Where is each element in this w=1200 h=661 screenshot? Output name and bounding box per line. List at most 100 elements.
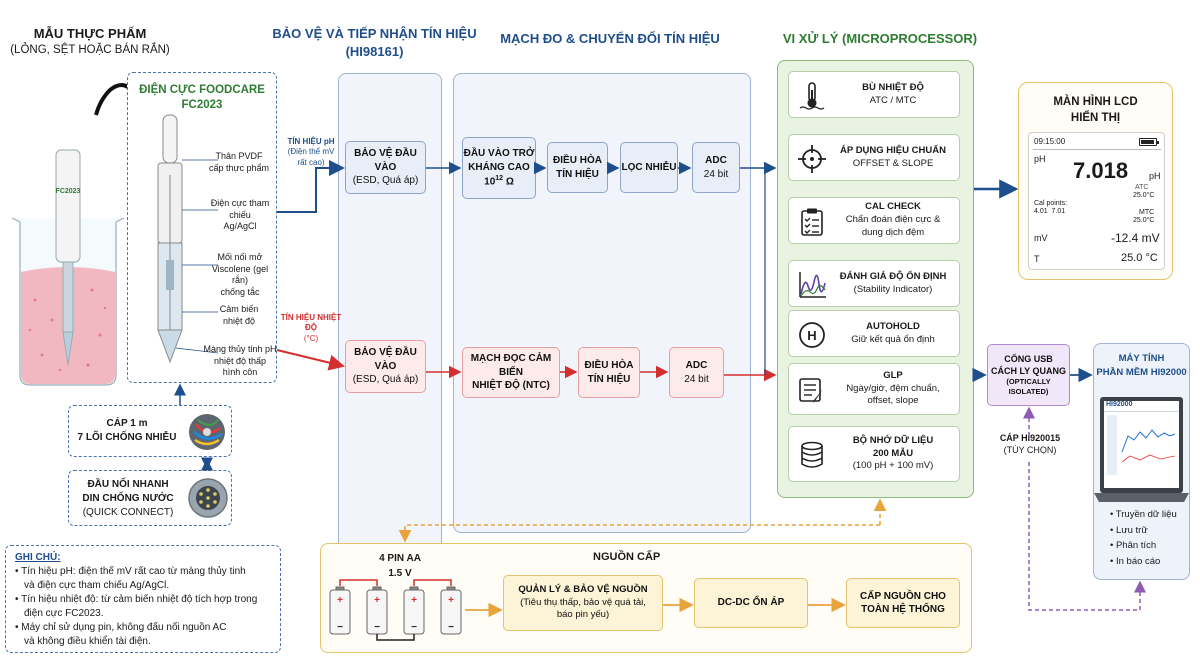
protection-heading: BẢO VỆ VÀ TIẾP NHẬN TÍN HIỆU (HI98161) xyxy=(272,26,477,59)
ntc-sensor-block: MẠCH ĐỌC CẢM BIẾN NHIỆT ĐỘ (NTC) xyxy=(462,347,560,398)
temp-signal-label: TÍN HIỆU NHIỆT ĐỘ (°C) xyxy=(276,313,346,344)
ph-conditioning-l1: ĐIỀU HÒA xyxy=(553,155,602,166)
electrode-part-temp-sensor-l2: nhiệt độ xyxy=(222,315,256,326)
system-supply-l2: TOÀN HỆ THỐNG xyxy=(861,604,945,615)
electrode-part-glass: Màng thủy tinh pH nhiệt độ thấp hình côn xyxy=(203,344,277,379)
battery-label: 4 PIN AA 1.5 V xyxy=(360,551,440,581)
svg-text:+: + xyxy=(411,595,417,606)
mp-data-memory-sub1: 200 MẪU xyxy=(872,447,914,459)
mp-data-memory: BỘ NHỚ DỮ LIỆU 200 MẪU (100 pH + 100 mV) xyxy=(788,426,960,482)
mp-glp: GLP Ngày/giờ, đệm chuẩn, offset, slope xyxy=(788,363,960,415)
note-item-3-l2: và không điều khiển tài điện. xyxy=(24,635,151,647)
electrode-part-reference: Điện cực tham chiếu Ag/AgCl xyxy=(203,198,277,233)
electrode-part-junction: Mối nối mở Viscolene (gel rắn) chống tắc xyxy=(205,252,275,299)
protection-heading-line2: (HI98161) xyxy=(345,44,404,59)
temp-adc-l2: 24 bit xyxy=(684,373,709,385)
mp-calibration-title: ÁP DỤNG HIỆU CHUẨN xyxy=(840,144,946,156)
electrode-title-line2: FC2023 xyxy=(181,98,223,111)
mp-temp-compensation-text: BÙ NHIỆT ĐỘ ATC / MTC xyxy=(831,72,955,117)
lcd-t-value: 25.0 °C xyxy=(1121,252,1158,264)
pc-feature-4: In báo cáo xyxy=(1115,556,1161,568)
mp-cal-check: CAL CHECK Chẩn đoán điện cực & dung dịch… xyxy=(788,197,960,244)
power-management-l3: báo pin yếu) xyxy=(556,609,610,621)
note-item-1-l2: và điện cực tham chiếu Ag/AgCl. xyxy=(24,579,170,591)
mp-temp-compensation: BÙ NHIỆT ĐỘ ATC / MTC xyxy=(788,71,960,118)
ph-adc-block: ADC 24 bit xyxy=(692,142,740,193)
dcdc-label: DC-DC ỔN ÁP xyxy=(717,597,785,609)
lcd-screen: 09:15:00 pH 7.018 pH ATC 25.0°C Cal poin… xyxy=(1028,132,1165,270)
lcd-title-line2: HIỂN THỊ xyxy=(1070,112,1121,125)
temp-conditioning-block: ĐIỀU HÒA TÍN HIỆU xyxy=(578,347,640,398)
electrode-part-glass-l2: nhiệt độ thấp xyxy=(213,355,267,366)
note-item-3: • Máy chỉ sử dụng pin, không đấu nối ngu… xyxy=(15,621,277,648)
temp-signal-l2: (°C) xyxy=(303,333,319,343)
noise-filter-block: LỌC NHIỄU xyxy=(620,142,678,193)
power-management-block: QUẢN LÝ & BẢO VỆ NGUỒN (Tiêu thụ thấp, b… xyxy=(503,575,663,631)
svg-text:H: H xyxy=(807,328,816,343)
glp-icon xyxy=(799,378,823,403)
autohold-icon: H xyxy=(799,322,825,348)
database-icon xyxy=(801,441,823,468)
connector-line2: DIN CHỐNG NƯỚC xyxy=(82,493,174,504)
usb-cable-l2: (TÙY CHỌN) xyxy=(1003,444,1057,455)
electrode-part-temp-sensor-l1: Cảm biến xyxy=(219,304,259,314)
mp-calibration: ÁP DỤNG HIỆU CHUẨN OFFSET & SLOPE xyxy=(788,134,960,181)
lcd-atc: ATC xyxy=(1135,184,1149,191)
pc-feature-3: Phân tích xyxy=(1115,540,1157,552)
usb-l2: CÁCH LY QUANG xyxy=(990,365,1066,376)
usb-cable-l1: CÁP HI920015 xyxy=(999,433,1061,443)
lcd-temp-small-1: 25.0°C xyxy=(1133,192,1155,199)
electrode-part-junction-l3: chống tắc xyxy=(220,287,260,298)
temp-adc-block: ADC 24 bit xyxy=(669,347,724,398)
pc-title: MÁY TÍNH PHẦN MỀM HI92000 xyxy=(1093,352,1190,380)
impedance-base: 10 xyxy=(484,176,496,188)
ph-conditioning-block: ĐIỀU HÒA TÍN HIỆU xyxy=(547,142,608,193)
svg-text:−: − xyxy=(374,622,380,633)
lcd-divider xyxy=(1033,149,1161,150)
mp-glp-sub1: Ngày/giờ, đệm chuẩn, xyxy=(846,382,940,394)
svg-text:+: + xyxy=(374,595,380,606)
svg-text:−: − xyxy=(411,622,417,633)
lcd-cal-label: Cal points: xyxy=(1034,200,1068,207)
mp-stability: ĐÁNH GIÁ ĐỘ ỔN ĐỊNH (Stability Indicator… xyxy=(788,260,960,307)
pc-feature: • In báo cáo xyxy=(1110,556,1161,568)
temp-conditioning-l2: TÍN HIỆU xyxy=(587,373,631,385)
ph-conditioning-l2: TÍN HIỆU xyxy=(556,168,599,180)
electrode-part-junction-l1: Mối nối mở xyxy=(217,252,263,262)
electrode-part-glass-l3: hình côn xyxy=(222,367,258,378)
svg-text:−: − xyxy=(337,622,343,633)
electrode-part-reference-l2: Ag/AgCl xyxy=(223,221,257,232)
temp-signal-l1: TÍN HIỆU NHIỆT ĐỘ xyxy=(280,313,342,333)
mp-data-memory-title: BỘ NHỚ DỮ LIỆU xyxy=(852,434,934,446)
electrode-part-body-l1: Thân PVDF xyxy=(215,151,263,161)
svg-text:−: − xyxy=(448,622,454,633)
mp-glp-title: GLP xyxy=(883,369,903,381)
temp-conditioning-l1: ĐIỀU HÒA xyxy=(584,360,634,371)
ntc-sensor-l2: NHIỆT ĐỘ (NTC) xyxy=(472,380,550,392)
pc-feature-1: Truyền dữ liệu xyxy=(1115,509,1177,520)
pc-title-line1: MÁY TÍNH xyxy=(1118,353,1165,364)
lcd-t-label: T xyxy=(1034,254,1040,264)
notes-box xyxy=(5,545,281,653)
impedance-unit: Ω xyxy=(503,176,514,188)
note-item-2: • Tín hiệu nhiệt độ: từ cảm biến nhiệt đ… xyxy=(15,593,277,620)
ph-input-protection-title: BẢO VỆ ĐẦU VÀO xyxy=(354,148,417,173)
system-supply-l1: CẤP NGUỒN CHO xyxy=(860,590,946,602)
mp-cal-check-sub1: Chẩn đoán điện cực & xyxy=(845,214,941,226)
power-management-l2: (Tiêu thụ thấp, bảo vệ quá tải, xyxy=(520,596,646,608)
mp-temp-compensation-sub: ATC / MTC xyxy=(869,94,917,106)
ph-signal-l2: (Điện thế mV xyxy=(287,147,335,157)
electrode-part-junction-l2: Viscolene (gel rắn) xyxy=(211,263,269,286)
lcd-mv-label: mV xyxy=(1034,233,1048,243)
temp-adc-l1: ADC xyxy=(685,360,708,371)
ph-signal-label: TÍN HIỆU pH (Điện thế mV rất cao) xyxy=(283,137,339,168)
connector-line3: (QUICK CONNECT) xyxy=(82,507,174,518)
lcd-title: MÀN HÌNH LCD HIỂN THỊ xyxy=(1018,94,1173,126)
lcd-ph-label: pH xyxy=(1034,154,1046,164)
